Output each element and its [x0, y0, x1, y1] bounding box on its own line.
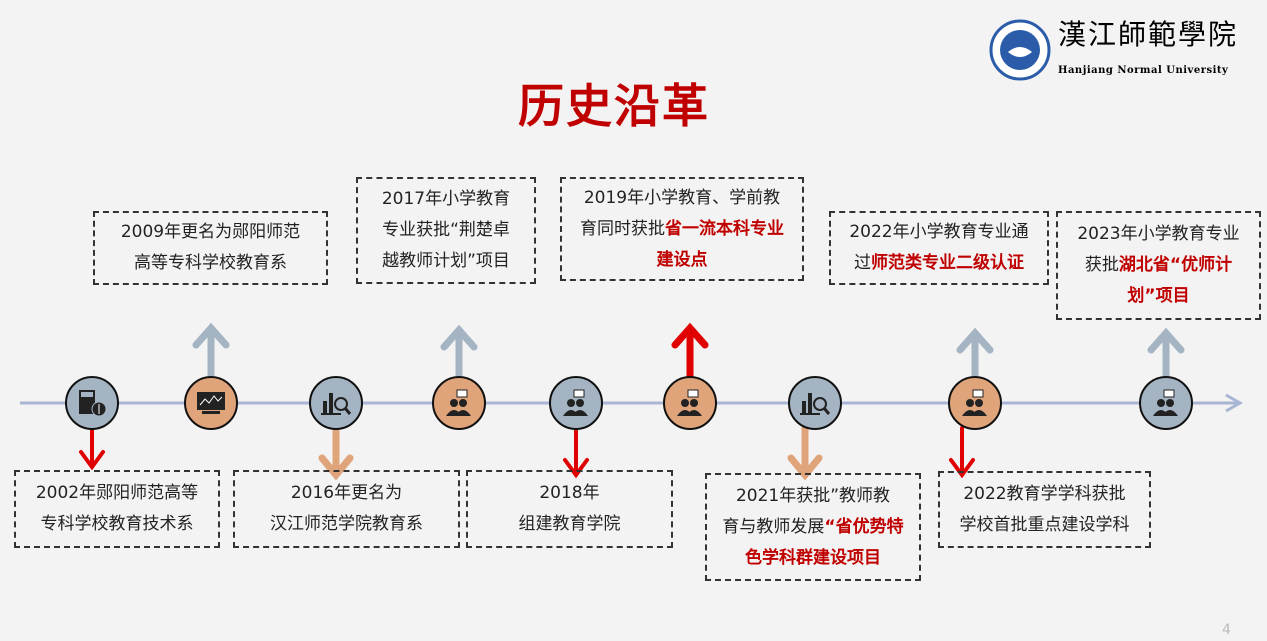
down-arrow [563, 426, 589, 479]
page-title: 历史沿革 [518, 79, 710, 133]
timeline-arrowhead [1225, 393, 1244, 413]
down-arrow [79, 426, 105, 471]
calculator-dollar-icon [65, 376, 119, 430]
logo-cn: 漢江師範學院 [1058, 18, 1239, 51]
people-chat-icon [432, 376, 486, 430]
bar-chart-search-icon [309, 376, 363, 430]
up-arrow [671, 322, 709, 380]
event-box-2021: 2021年获批”教师教育与教师发展“省优势特色学科群建设项目 [705, 473, 921, 581]
people-chat-icon [663, 376, 717, 430]
people-chat-icon [549, 376, 603, 430]
logo-en: Hanjiang Normal University [1058, 65, 1229, 76]
people-chat-icon [1139, 376, 1193, 430]
down-arrow [787, 424, 823, 481]
event-box-2022-discipline: 2022教育学学科获批学校首批重点建设学科 [938, 471, 1151, 548]
event-box-2009: 2009年更名为郧阳师范高等专科学校教育系 [93, 211, 328, 285]
up-arrow [440, 324, 478, 380]
event-box-2022-cert: 2022年小学教育专业通过师范类专业二级认证 [829, 211, 1049, 285]
event-box-2017: 2017年小学教育专业获批“荆楚卓越教师计划”项目 [356, 177, 536, 284]
event-box-2002: 2002年郧阳师范高等专科学校教育技术系 [14, 470, 220, 548]
down-arrow [949, 426, 975, 479]
up-arrow [192, 322, 230, 380]
down-arrow [318, 424, 354, 481]
event-box-2019: 2019年小学教育、学前教育同时获批省一流本科专业建设点 [560, 177, 804, 281]
event-box-2018: 2018年组建教育学院 [466, 470, 673, 548]
event-box-2023: 2023年小学教育专业获批湖北省“优师计划”项目 [1056, 211, 1261, 320]
up-arrow [1147, 327, 1185, 380]
bar-chart-search-icon [788, 376, 842, 430]
page-number: 4 [1222, 622, 1231, 638]
people-chat-icon [948, 376, 1002, 430]
chart-monitor-icon [184, 376, 238, 430]
event-box-2016: 2016年更名为汉江师范学院教育系 [233, 470, 460, 548]
university-logo: 漢江師範學院 Hanjiang Normal University [988, 18, 1264, 82]
up-arrow [956, 327, 994, 380]
university-seal-icon [989, 19, 1051, 81]
